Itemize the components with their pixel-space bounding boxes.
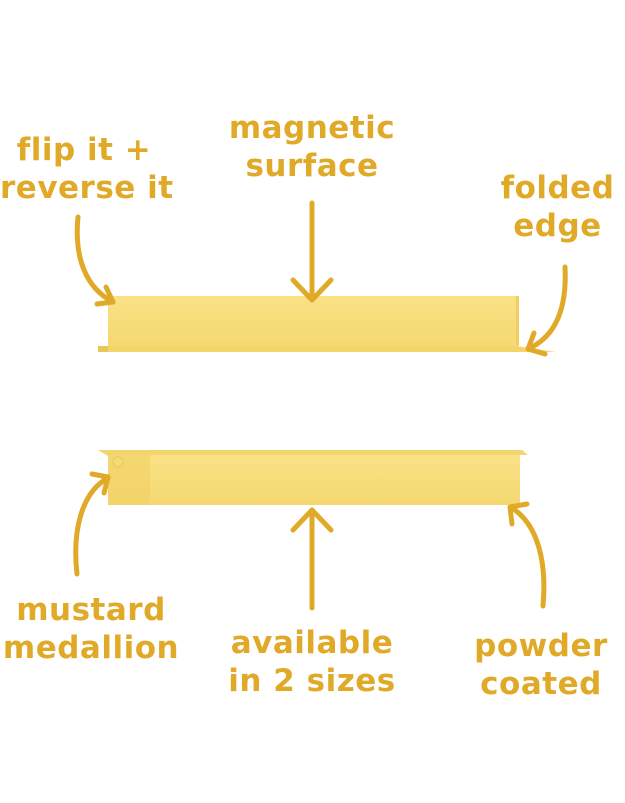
- arrow-magnetic-icon: [290, 200, 334, 303]
- label-powder-line1: powder: [474, 628, 608, 664]
- label-flip: flip it + reverse it: [0, 131, 174, 207]
- label-powder: powder coated: [466, 627, 616, 703]
- arrow-powder-icon: [507, 501, 547, 609]
- label-available-line2: in 2 sizes: [228, 663, 396, 699]
- label-magnetic: magnetic surface: [222, 109, 402, 185]
- label-folded-line2: edge: [513, 208, 602, 244]
- label-mustard: mustard medallion: [0, 591, 182, 667]
- shelf-top: [98, 296, 556, 352]
- medallion-icon: [112, 456, 124, 468]
- label-folded-line1: folded: [500, 170, 615, 206]
- arrow-mustard-icon: [73, 471, 111, 577]
- arrow-flip-icon: [74, 214, 116, 307]
- label-magnetic-line1: magnetic: [228, 110, 396, 146]
- label-available-line1: available: [230, 625, 394, 661]
- label-magnetic-line2: surface: [245, 148, 379, 184]
- arrow-folded-icon: [525, 264, 568, 357]
- label-powder-line2: coated: [480, 666, 602, 702]
- label-flip-line2: reverse it: [0, 170, 174, 206]
- label-folded: folded edge: [490, 169, 625, 245]
- label-mustard-line1: mustard: [16, 592, 166, 628]
- label-flip-line1: flip it +: [16, 132, 152, 168]
- label-available: available in 2 sizes: [222, 624, 402, 700]
- label-mustard-line2: medallion: [2, 630, 180, 666]
- shelf-bottom: [98, 450, 528, 505]
- arrow-available-icon: [290, 507, 334, 611]
